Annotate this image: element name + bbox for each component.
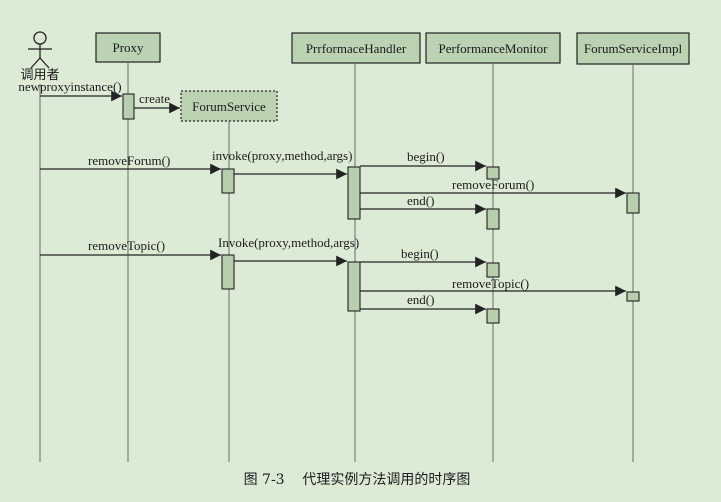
participant-impl: ForumServiceImpl bbox=[576, 32, 690, 65]
activation-handler-1 bbox=[347, 166, 361, 220]
msg-invoke-1-label: invoke(proxy,method,args) bbox=[212, 148, 352, 163]
activation-proxy bbox=[122, 93, 135, 120]
caller-label: 调用者 bbox=[20, 68, 59, 83]
msg-remove-topic-label: removeTopic() bbox=[88, 238, 165, 253]
activation-handler-2 bbox=[347, 261, 361, 312]
activation-forum-service-2 bbox=[221, 254, 235, 290]
msg-impl-remove-topic-label: removeTopic() bbox=[452, 276, 529, 291]
caller-actor: 调用者 bbox=[20, 31, 60, 83]
participant-handler-label: PrrformaceHandler bbox=[306, 41, 407, 56]
participant-forum-service: ForumService bbox=[180, 90, 278, 122]
participant-handler: PrrformaceHandler bbox=[291, 32, 421, 64]
participant-proxy-label: Proxy bbox=[112, 40, 144, 55]
msg-end-2-label: end() bbox=[407, 292, 434, 307]
activation-monitor-end-1 bbox=[486, 208, 500, 230]
msg-end-1-label: end() bbox=[407, 193, 434, 208]
msg-remove-forum-label: removeForum() bbox=[88, 153, 170, 168]
msg-new-proxy-label: newproxyinstance() bbox=[18, 79, 121, 94]
msg-invoke-2-label: Invoke(proxy,method,args) bbox=[218, 235, 359, 250]
activation-monitor-begin-1 bbox=[486, 166, 500, 180]
participant-impl-label: ForumServiceImpl bbox=[584, 41, 683, 56]
activation-monitor-end-2 bbox=[486, 308, 500, 324]
figure-caption: 图 7-3 代理实例方法调用的时序图 bbox=[244, 472, 471, 488]
participant-monitor: PerformanceMonitor bbox=[425, 32, 561, 64]
activation-impl-2 bbox=[626, 291, 640, 302]
msg-impl-remove-forum-label: removeForum() bbox=[452, 177, 534, 192]
msg-begin-1-label: begin() bbox=[407, 149, 445, 164]
stick-figure-icon bbox=[28, 31, 52, 69]
participant-forum-service-label: ForumService bbox=[192, 99, 266, 114]
msg-begin-2-label: begin() bbox=[401, 246, 439, 261]
msg-create-label: create bbox=[139, 91, 170, 106]
activation-monitor-begin-2 bbox=[486, 262, 500, 278]
lifelines bbox=[39, 62, 634, 462]
activation-forum-service-1 bbox=[221, 168, 235, 194]
participant-monitor-label: PerformanceMonitor bbox=[438, 41, 548, 56]
activation-impl-1 bbox=[626, 192, 640, 214]
participant-proxy: Proxy bbox=[95, 32, 161, 63]
